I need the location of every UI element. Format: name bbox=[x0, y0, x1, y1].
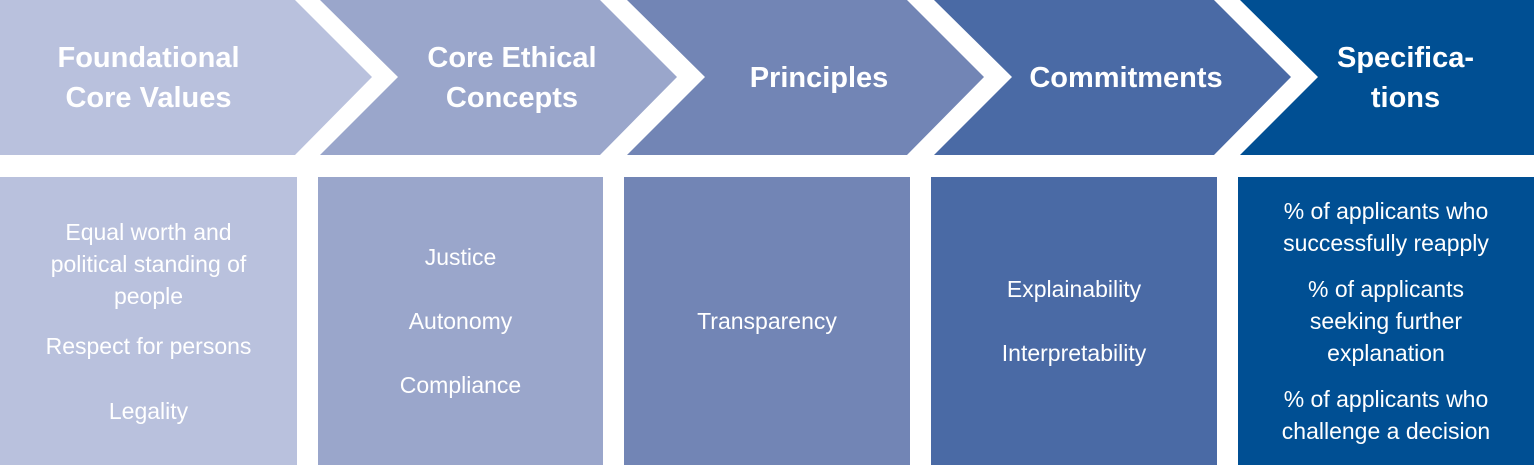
stage-arrow-2 bbox=[320, 0, 677, 155]
stage-title-principles: Principles bbox=[749, 61, 889, 94]
stage-item: % of applicants seeking further explanat… bbox=[1308, 276, 1464, 366]
stage-box-foundational-core-values: Equal worth and political standing of pe… bbox=[0, 177, 297, 465]
stage-arrow-3 bbox=[627, 0, 984, 155]
stage-arrow-5 bbox=[1240, 0, 1534, 155]
stage-title-specifications: Specifica- tions bbox=[1337, 41, 1474, 114]
stage-title-foundational-core-values: Foundational Core Values bbox=[57, 41, 240, 114]
stage-item: Compliance bbox=[399, 372, 522, 398]
stage-item: % of applicants who successfully reapply bbox=[1283, 198, 1489, 256]
stage-item: Legality bbox=[108, 397, 189, 424]
stage-item: Equal worth and political standing of pe… bbox=[50, 218, 247, 309]
stage-title-core-ethical-concepts: Core Ethical Concepts bbox=[427, 41, 597, 114]
stage-arrow-4 bbox=[934, 0, 1291, 155]
stage-box-core-ethical-concepts: Justice Autonomy Compliance bbox=[318, 177, 603, 465]
stage-item: Interpretability bbox=[1001, 340, 1147, 366]
stage-item: Respect for persons bbox=[45, 332, 252, 359]
stage-box-commitments: Explainability Interpretability bbox=[931, 177, 1217, 465]
stage-box-principles: Transparency bbox=[624, 177, 910, 465]
stage-item: Transparency bbox=[697, 308, 837, 334]
stage-box-specifications: % of applicants who successfully reapply… bbox=[1238, 177, 1534, 465]
stage-title-commitments: Commitments bbox=[1029, 61, 1223, 94]
stage-item: Justice bbox=[424, 244, 497, 270]
stage-item: Autonomy bbox=[408, 308, 513, 334]
stage-item: Explainability bbox=[1006, 276, 1142, 302]
stage-arrow-1 bbox=[0, 0, 372, 155]
stage-item: % of applicants who challenge a decision bbox=[1281, 386, 1491, 444]
